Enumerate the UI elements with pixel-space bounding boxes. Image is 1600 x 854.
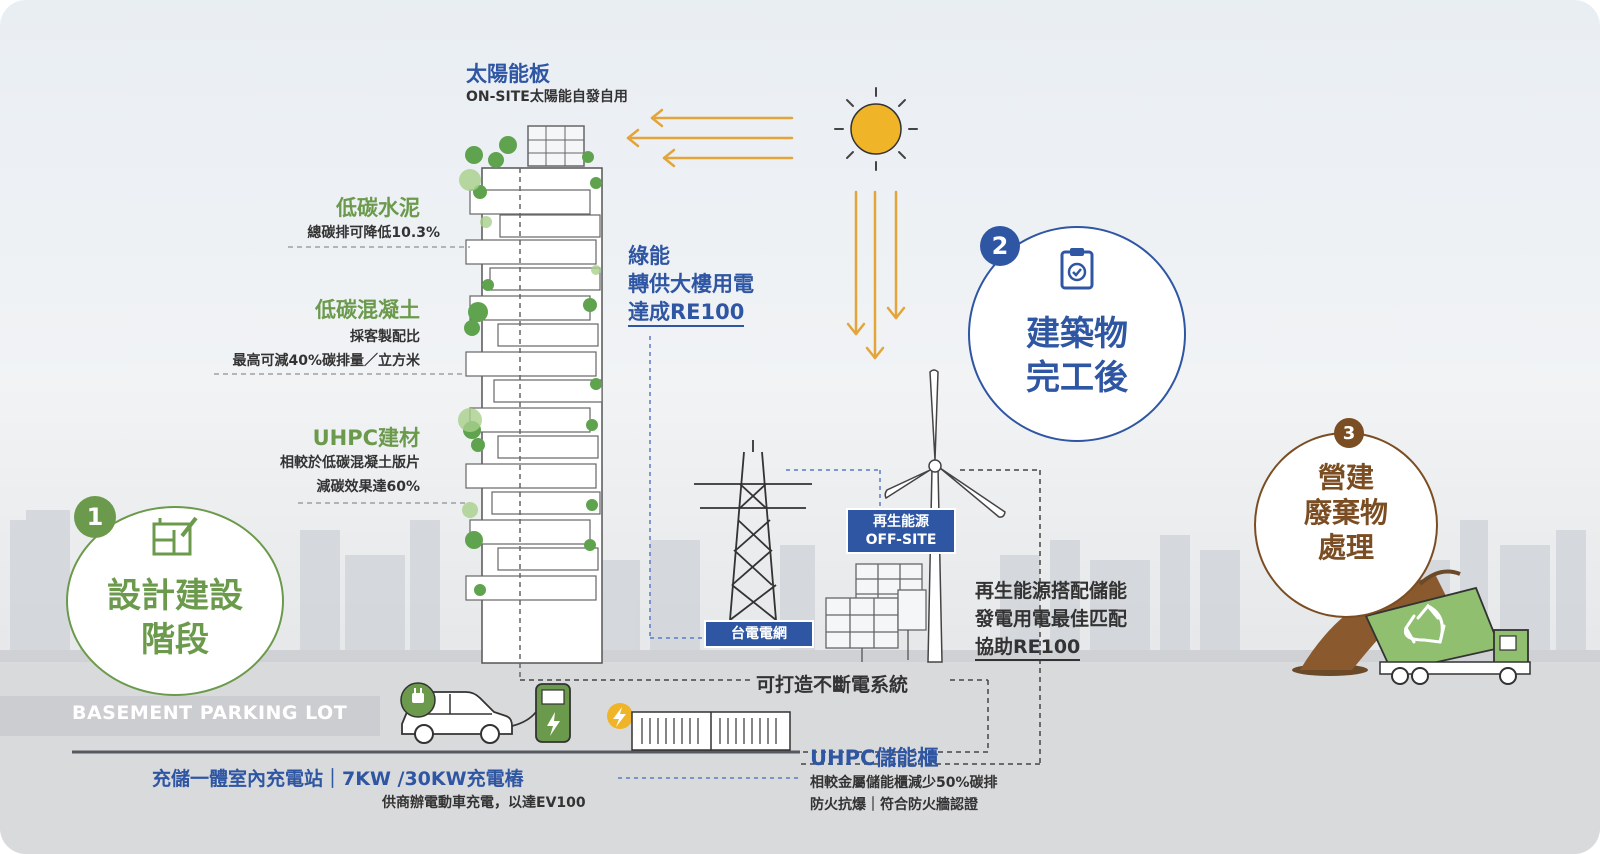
uhpc-material-title: UHPC建材 [312, 426, 420, 450]
stage-2-badge: 2 [980, 226, 1020, 266]
low-carbon-cement-subtitle: 總碳排可降低10.3% [307, 225, 440, 241]
stage-2-line-1: 建築物 [1026, 314, 1128, 354]
sunlight-arrows [626, 108, 906, 360]
ground [0, 660, 1600, 854]
offsite-label-line-1: 再生能源 [873, 514, 929, 530]
uhpc-material-subtitle-2: 減碳效果達60% [316, 479, 420, 495]
clipboard-check-icon [1060, 248, 1094, 290]
stage-3-line-2: 廢棄物 [1303, 496, 1388, 529]
stage-1-badge: 1 [74, 496, 116, 538]
parking-band [0, 696, 380, 736]
ups-lines [520, 469, 1041, 765]
uhpc-storage-title: UHPC儲能櫃 [810, 746, 939, 770]
stage-1-line-2: 階段 [141, 620, 209, 661]
grid-label: 台電電網 [704, 620, 814, 648]
storage-matching-line-3: 協助RE100 [975, 636, 1081, 661]
low-carbon-cement-title: 低碳水泥 [336, 196, 420, 220]
charging-station-title: 充儲一體室內充電站｜7KW /30KW充電樁 [152, 768, 524, 790]
stage-1-title: 設計建設 階段 [66, 574, 284, 662]
sun-icon [834, 87, 918, 171]
basement-parking-label: BASEMENT PARKING LOT [72, 702, 348, 724]
ups-system-label: 可打造不斷電系統 [756, 674, 909, 696]
uhpc-storage-subtitle-1: 相較金屬儲能櫃減少50%碳排 [810, 775, 998, 791]
low-carbon-concrete-subtitle-2: 最高可減40%碳排量／立方米 [232, 353, 420, 369]
charging-station-subtitle: 供商辦電動車充電，以達EV100 [382, 795, 586, 811]
green-power-line-2: 轉供大樓用電 [628, 272, 754, 296]
label-leader-lines [214, 246, 470, 504]
stage-3-line-1: 營建 [1317, 461, 1374, 494]
low-carbon-concrete-subtitle-1: 採客製配比 [350, 329, 420, 345]
building-plan-icon [152, 516, 198, 556]
green-power-line-3: 達成RE100 [628, 300, 745, 327]
storage-matching-line-1: 再生能源搭配儲能 [975, 580, 1128, 602]
stage-2-title: 建築物 完工後 [968, 312, 1186, 400]
stage-1-line-1: 設計建設 [107, 576, 243, 616]
building [458, 125, 603, 680]
stage-3-circle [1254, 432, 1438, 618]
stage-3-title: 營建 廢棄物 處理 [1254, 460, 1438, 565]
offsite-label-line-2: OFF-SITE [865, 532, 937, 548]
solar-panel-title: 太陽能板 [466, 62, 550, 86]
plug-icon [400, 682, 436, 718]
ev-charger-icon [535, 683, 571, 743]
green-power-line-1: 綠能 [628, 244, 670, 268]
dump-truck-icon [1292, 569, 1531, 685]
storage-matching-line-2: 發電用電最佳匹配 [975, 608, 1128, 630]
green-power-lines [618, 336, 881, 779]
lightning-icon [607, 703, 633, 729]
uhpc-storage-subtitle-2: 防火抗爆｜符合防火牆認證 [810, 797, 978, 813]
uhpc-material-subtitle-1: 相較於低碳混凝土版片 [280, 455, 420, 471]
low-carbon-concrete-title: 低碳混凝土 [315, 298, 420, 322]
recycle-icon [1403, 603, 1446, 644]
power-tower-icon [694, 440, 812, 621]
stage-3-line-3: 處理 [1317, 531, 1374, 564]
stage-3-badge: 3 [1334, 418, 1364, 448]
storage-container-icon [631, 711, 791, 751]
solar-panel-subtitle: ON-SITE太陽能自發自用 [466, 89, 628, 105]
stage-2-line-2: 完工後 [1026, 358, 1128, 399]
offsite-renewable-label: 再生能源 OFF-SITE [846, 508, 956, 554]
ground-solar-panels [825, 563, 927, 662]
